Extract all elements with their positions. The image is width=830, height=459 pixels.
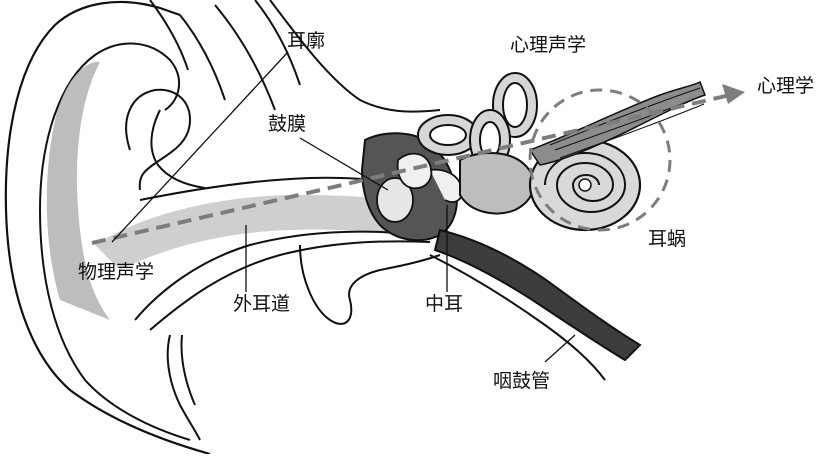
- label-cochlea: 耳蜗: [648, 230, 686, 249]
- label-auricle: 耳廓: [287, 32, 325, 51]
- label-eardrum: 鼓膜: [268, 115, 306, 134]
- label-physical-acoustics: 物理声学: [78, 263, 154, 282]
- antihelix: [126, 90, 190, 190]
- concha-fold: [151, 110, 205, 188]
- jaw-outline: [300, 245, 440, 324]
- label-eustachian-tube: 咽鼓管: [493, 372, 550, 391]
- label-psychology: 心理学: [757, 77, 814, 96]
- sound-path-arrowhead: [722, 84, 745, 104]
- skull-contour: [270, 0, 440, 112]
- top-helix-lines: [150, 0, 300, 110]
- label-psychoacoustics: 心理声学: [510, 36, 586, 55]
- leader-eustachian-tube: [545, 335, 575, 362]
- eustachian-tube: [435, 230, 640, 360]
- vestibule: [460, 153, 534, 213]
- earlobe-slit: [168, 335, 200, 440]
- label-ear-canal: 外耳道: [233, 295, 290, 314]
- ear-canal-floor: [150, 241, 430, 330]
- label-middle-ear: 中耳: [425, 295, 463, 314]
